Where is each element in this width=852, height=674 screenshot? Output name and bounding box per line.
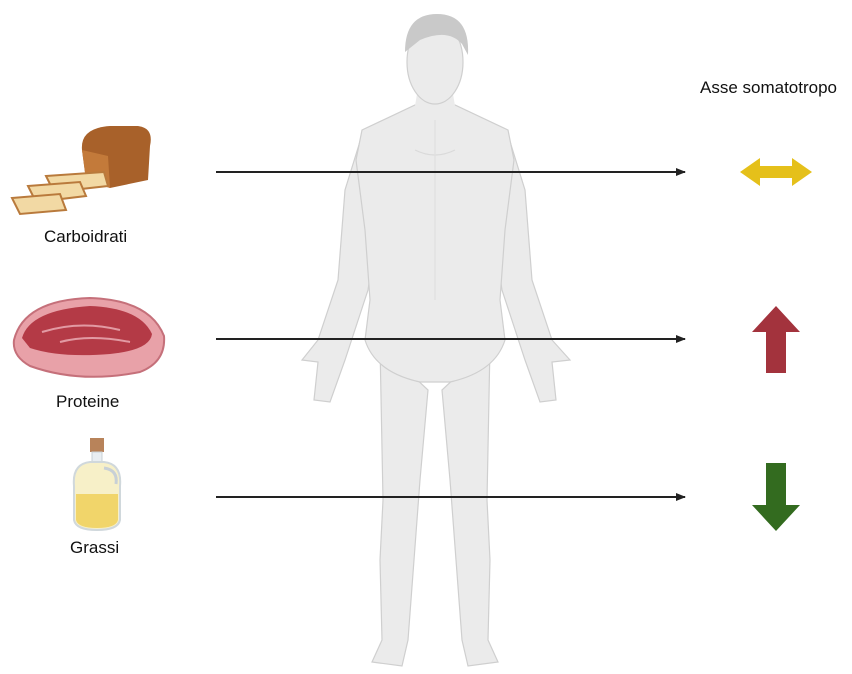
bread-icon <box>12 126 151 214</box>
oil-bottle-icon <box>74 438 120 530</box>
double-arrow-icon <box>740 158 812 186</box>
down-arrow-icon <box>752 463 800 531</box>
nutrient-label-proteine: Proteine <box>56 392 119 412</box>
nutrient-label-carboidrati: Carboidrati <box>44 227 127 247</box>
up-arrow-icon <box>752 306 800 373</box>
meat-icon <box>14 298 164 377</box>
axis-label: Asse somatotropo <box>700 78 837 98</box>
nutrient-label-grassi: Grassi <box>70 538 119 558</box>
